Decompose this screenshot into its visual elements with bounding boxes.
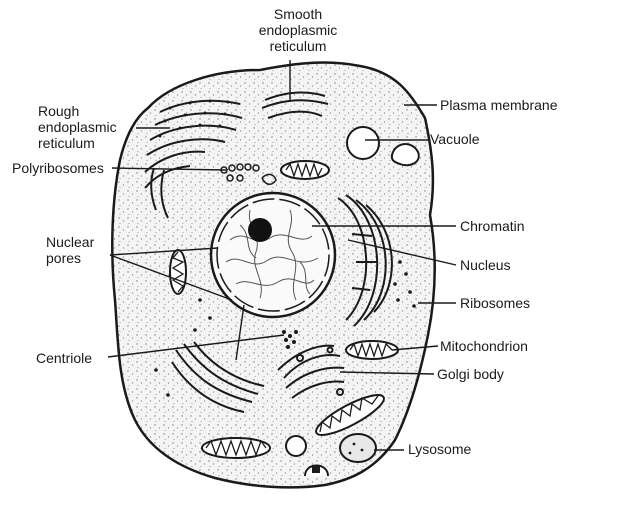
- vesicle: [285, 435, 307, 457]
- mitochondrion-diagonal: [315, 394, 385, 436]
- label-centriole: Centriole: [36, 350, 93, 366]
- centriole: [282, 330, 298, 349]
- mitochondrion-left: [169, 249, 187, 295]
- label-nuclear-pores-line1: Nuclear: [46, 234, 95, 250]
- label-smooth-er-line2: endoplasmic: [258, 22, 338, 38]
- label-golgi-body: Golgi body: [437, 366, 504, 382]
- polyribosomes: [220, 163, 277, 185]
- mitochondrion-bottom: [201, 437, 271, 459]
- label-nuclear-pores-line2: pores: [46, 250, 82, 266]
- mitochondrion-top: [280, 160, 330, 180]
- secretory-vesicle: [304, 464, 329, 477]
- label-polyribosomes: Polyribosomes: [12, 160, 104, 176]
- mitochondrion-right: [345, 340, 399, 360]
- smooth-er: [261, 91, 329, 119]
- label-chromatin: Chromatin: [460, 218, 525, 234]
- label-vacuole: Vacuole: [430, 131, 480, 147]
- golgi-body: [277, 344, 345, 399]
- label-mitochondrion: Mitochondrion: [440, 338, 528, 354]
- nucleus: [209, 191, 337, 319]
- free-ribosomes: [154, 260, 416, 397]
- label-rough-er-line1: Rough: [38, 103, 80, 119]
- label-rough-er: Rough endoplasmic reticulum: [38, 103, 138, 151]
- rough-er: [144, 99, 243, 219]
- lysosome: [339, 433, 377, 463]
- label-lysosome: Lysosome: [408, 441, 472, 457]
- rough-er-lower: [171, 341, 265, 413]
- leader-lines: [107, 60, 457, 451]
- label-nuclear-pores: Nuclear pores: [46, 234, 116, 266]
- label-plasma-membrane: Plasma membrane: [440, 97, 558, 113]
- label-smooth-er: Smooth endoplasmic reticulum: [245, 6, 351, 54]
- label-ribosomes: Ribosomes: [460, 295, 531, 311]
- label-nucleus: Nucleus: [460, 257, 511, 273]
- rough-er-right: [337, 194, 393, 327]
- label-smooth-er-line1: Smooth: [273, 6, 323, 22]
- nucleolus: [248, 218, 272, 242]
- vacuole: [346, 126, 420, 167]
- rough-er-ribosome-dots: [158, 99, 230, 138]
- label-rough-er-line3: reticulum: [38, 135, 95, 151]
- label-rough-er-line2: endoplasmic: [38, 119, 117, 135]
- label-smooth-er-line3: reticulum: [269, 38, 327, 54]
